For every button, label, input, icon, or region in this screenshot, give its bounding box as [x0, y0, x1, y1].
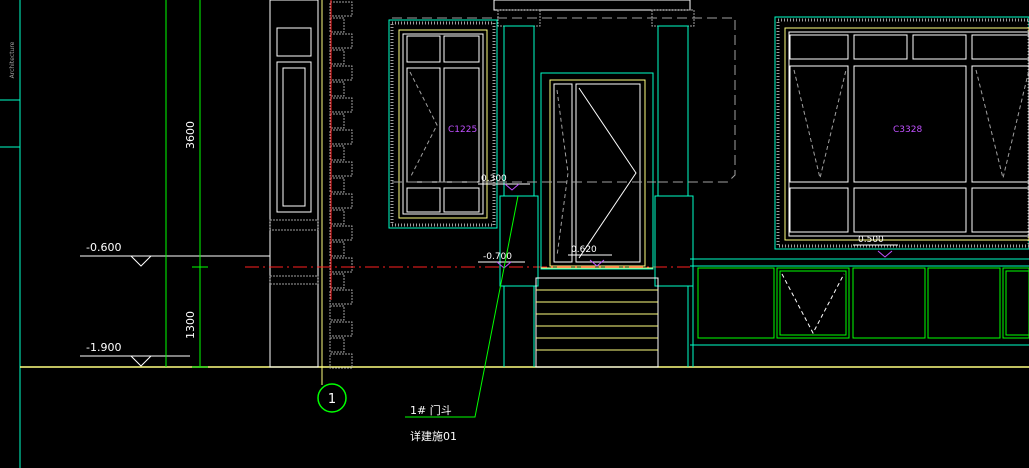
- door: [540, 72, 654, 270]
- brick: [329, 33, 353, 49]
- side-panel-label: Architecture: [9, 41, 16, 78]
- brick: [329, 81, 345, 97]
- steps: [535, 277, 659, 368]
- callout-line1: 1# 门斗: [410, 403, 452, 417]
- brick: [329, 209, 345, 225]
- window-left: C1225: [388, 19, 498, 229]
- side-panel: Architecture: [0, 0, 21, 468]
- elevation-left-upper: -0.600: [86, 241, 121, 254]
- window-left-label: C1225: [448, 125, 477, 135]
- brick: [329, 17, 345, 33]
- brick: [329, 129, 353, 145]
- brick: [329, 257, 353, 273]
- elevation-right-sill: 0.500: [858, 235, 884, 245]
- brick-column: [329, 1, 353, 369]
- elevation-sill-center: 0.300: [481, 174, 507, 184]
- brick: [329, 225, 353, 241]
- brick: [329, 241, 345, 257]
- brick: [329, 177, 345, 193]
- window-right: C3328: [774, 16, 1029, 250]
- small-elevations: 0.300 -0.700 0.620 0.500: [478, 174, 898, 269]
- callout-line2: 详建施01: [410, 429, 457, 443]
- brick: [329, 321, 353, 337]
- brick: [329, 273, 345, 289]
- window-right-label: C3328: [893, 125, 922, 135]
- brick: [329, 193, 353, 209]
- base-panels: [690, 258, 1029, 367]
- elevation-left-lower: -1.900: [86, 341, 121, 354]
- brick: [329, 49, 345, 65]
- roof-dashed-outline: [392, 17, 736, 183]
- brick: [329, 97, 353, 113]
- dimension-lower: 1300: [184, 311, 197, 339]
- vertical-dimension: 3600 1300: [165, 0, 208, 368]
- brick: [329, 161, 353, 177]
- elevation-door-threshold: 0.620: [571, 245, 597, 255]
- elevation-step-left: -0.700: [483, 252, 512, 262]
- grid-axis-bubble: 1: [317, 383, 347, 413]
- level-markers: -0.600 -1.900: [80, 241, 270, 367]
- brick: [329, 289, 353, 305]
- brick: [329, 305, 345, 321]
- brick: [329, 1, 353, 17]
- brick: [329, 145, 345, 161]
- callout-leader: 1# 门斗 详建施01: [405, 195, 519, 443]
- brick: [329, 65, 353, 81]
- brick: [329, 113, 345, 129]
- dimension-upper: 3600: [184, 121, 197, 149]
- left-pilaster: [269, 0, 319, 368]
- brick: [329, 353, 353, 369]
- brick: [329, 337, 345, 353]
- grid-axis-number: 1: [328, 392, 336, 407]
